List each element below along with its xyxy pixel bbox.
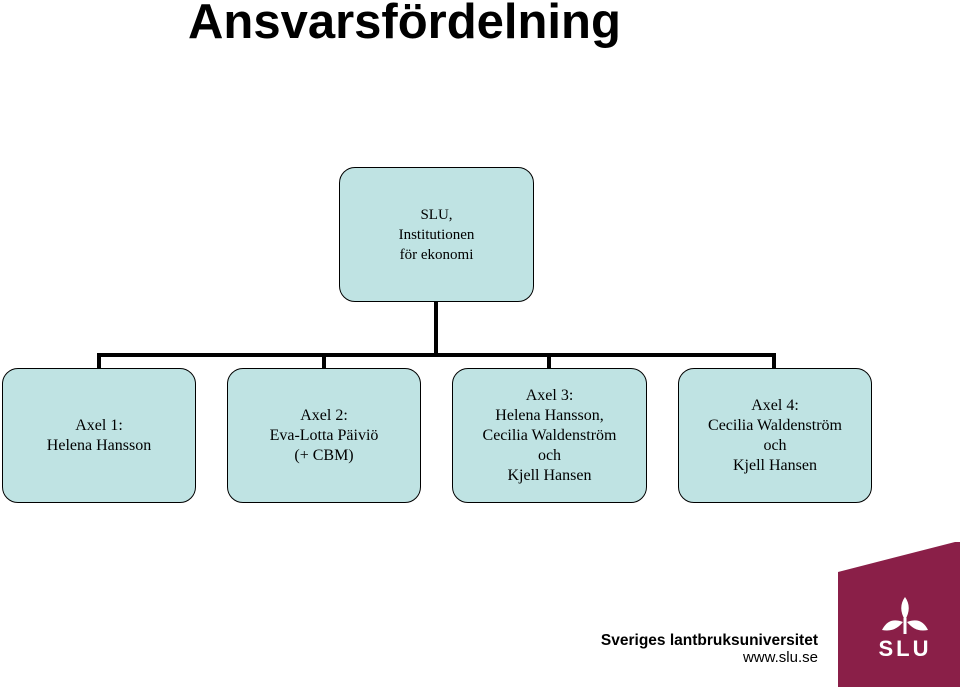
- node-line: (+ CBM): [294, 446, 354, 464]
- slu-logo-icon: SLU: [838, 542, 960, 687]
- node-line: Cecilia Waldenström: [482, 426, 617, 444]
- node-line: Kjell Hansen: [507, 466, 592, 484]
- connector-root-stem: [434, 302, 438, 356]
- node-line: Axel 2:: [300, 406, 348, 424]
- node-line: Institutionen: [398, 226, 475, 243]
- org-node-root: SLU, Institutionen för ekonomi: [339, 167, 534, 302]
- node-line: Axel 3:: [525, 386, 574, 404]
- org-node-axel-3: Axel 3: Helena Hansson, Cecilia Waldenst…: [452, 368, 647, 503]
- node-line: Axel 1:: [75, 416, 123, 434]
- node-line: Kjell Hansen: [733, 456, 817, 474]
- university-url: www.slu.se: [742, 649, 818, 666]
- org-node-axel-2: Axel 2: Eva-Lotta Päiviö (+ CBM): [227, 368, 421, 503]
- connector-drop-1: [97, 353, 101, 369]
- node-line: Helena Hansson,: [495, 406, 604, 424]
- connector-drop-4: [772, 353, 776, 369]
- node-line: SLU,: [420, 206, 453, 223]
- org-node-axel-1: Axel 1: Helena Hansson: [2, 368, 196, 503]
- node-line: Helena Hansson: [46, 436, 152, 454]
- connector-drop-2: [322, 353, 326, 369]
- org-node-axel-4: Axel 4: Cecilia Waldenström och Kjell Ha…: [678, 368, 872, 503]
- node-line: och: [537, 446, 562, 464]
- page-title: Ansvarsfördelning: [188, 0, 621, 49]
- node-line: Axel 4:: [751, 396, 799, 414]
- node-line: och: [763, 436, 787, 454]
- connector-drop-3: [547, 353, 551, 369]
- node-line: för ekonomi: [399, 246, 474, 263]
- node-line: Cecilia Waldenström: [708, 416, 842, 434]
- logo-text: SLU: [879, 636, 932, 661]
- university-name: Sveriges lantbruksuniversitet: [600, 632, 818, 649]
- connector-horizontal: [97, 353, 776, 357]
- node-line: Eva-Lotta Päiviö: [269, 426, 379, 444]
